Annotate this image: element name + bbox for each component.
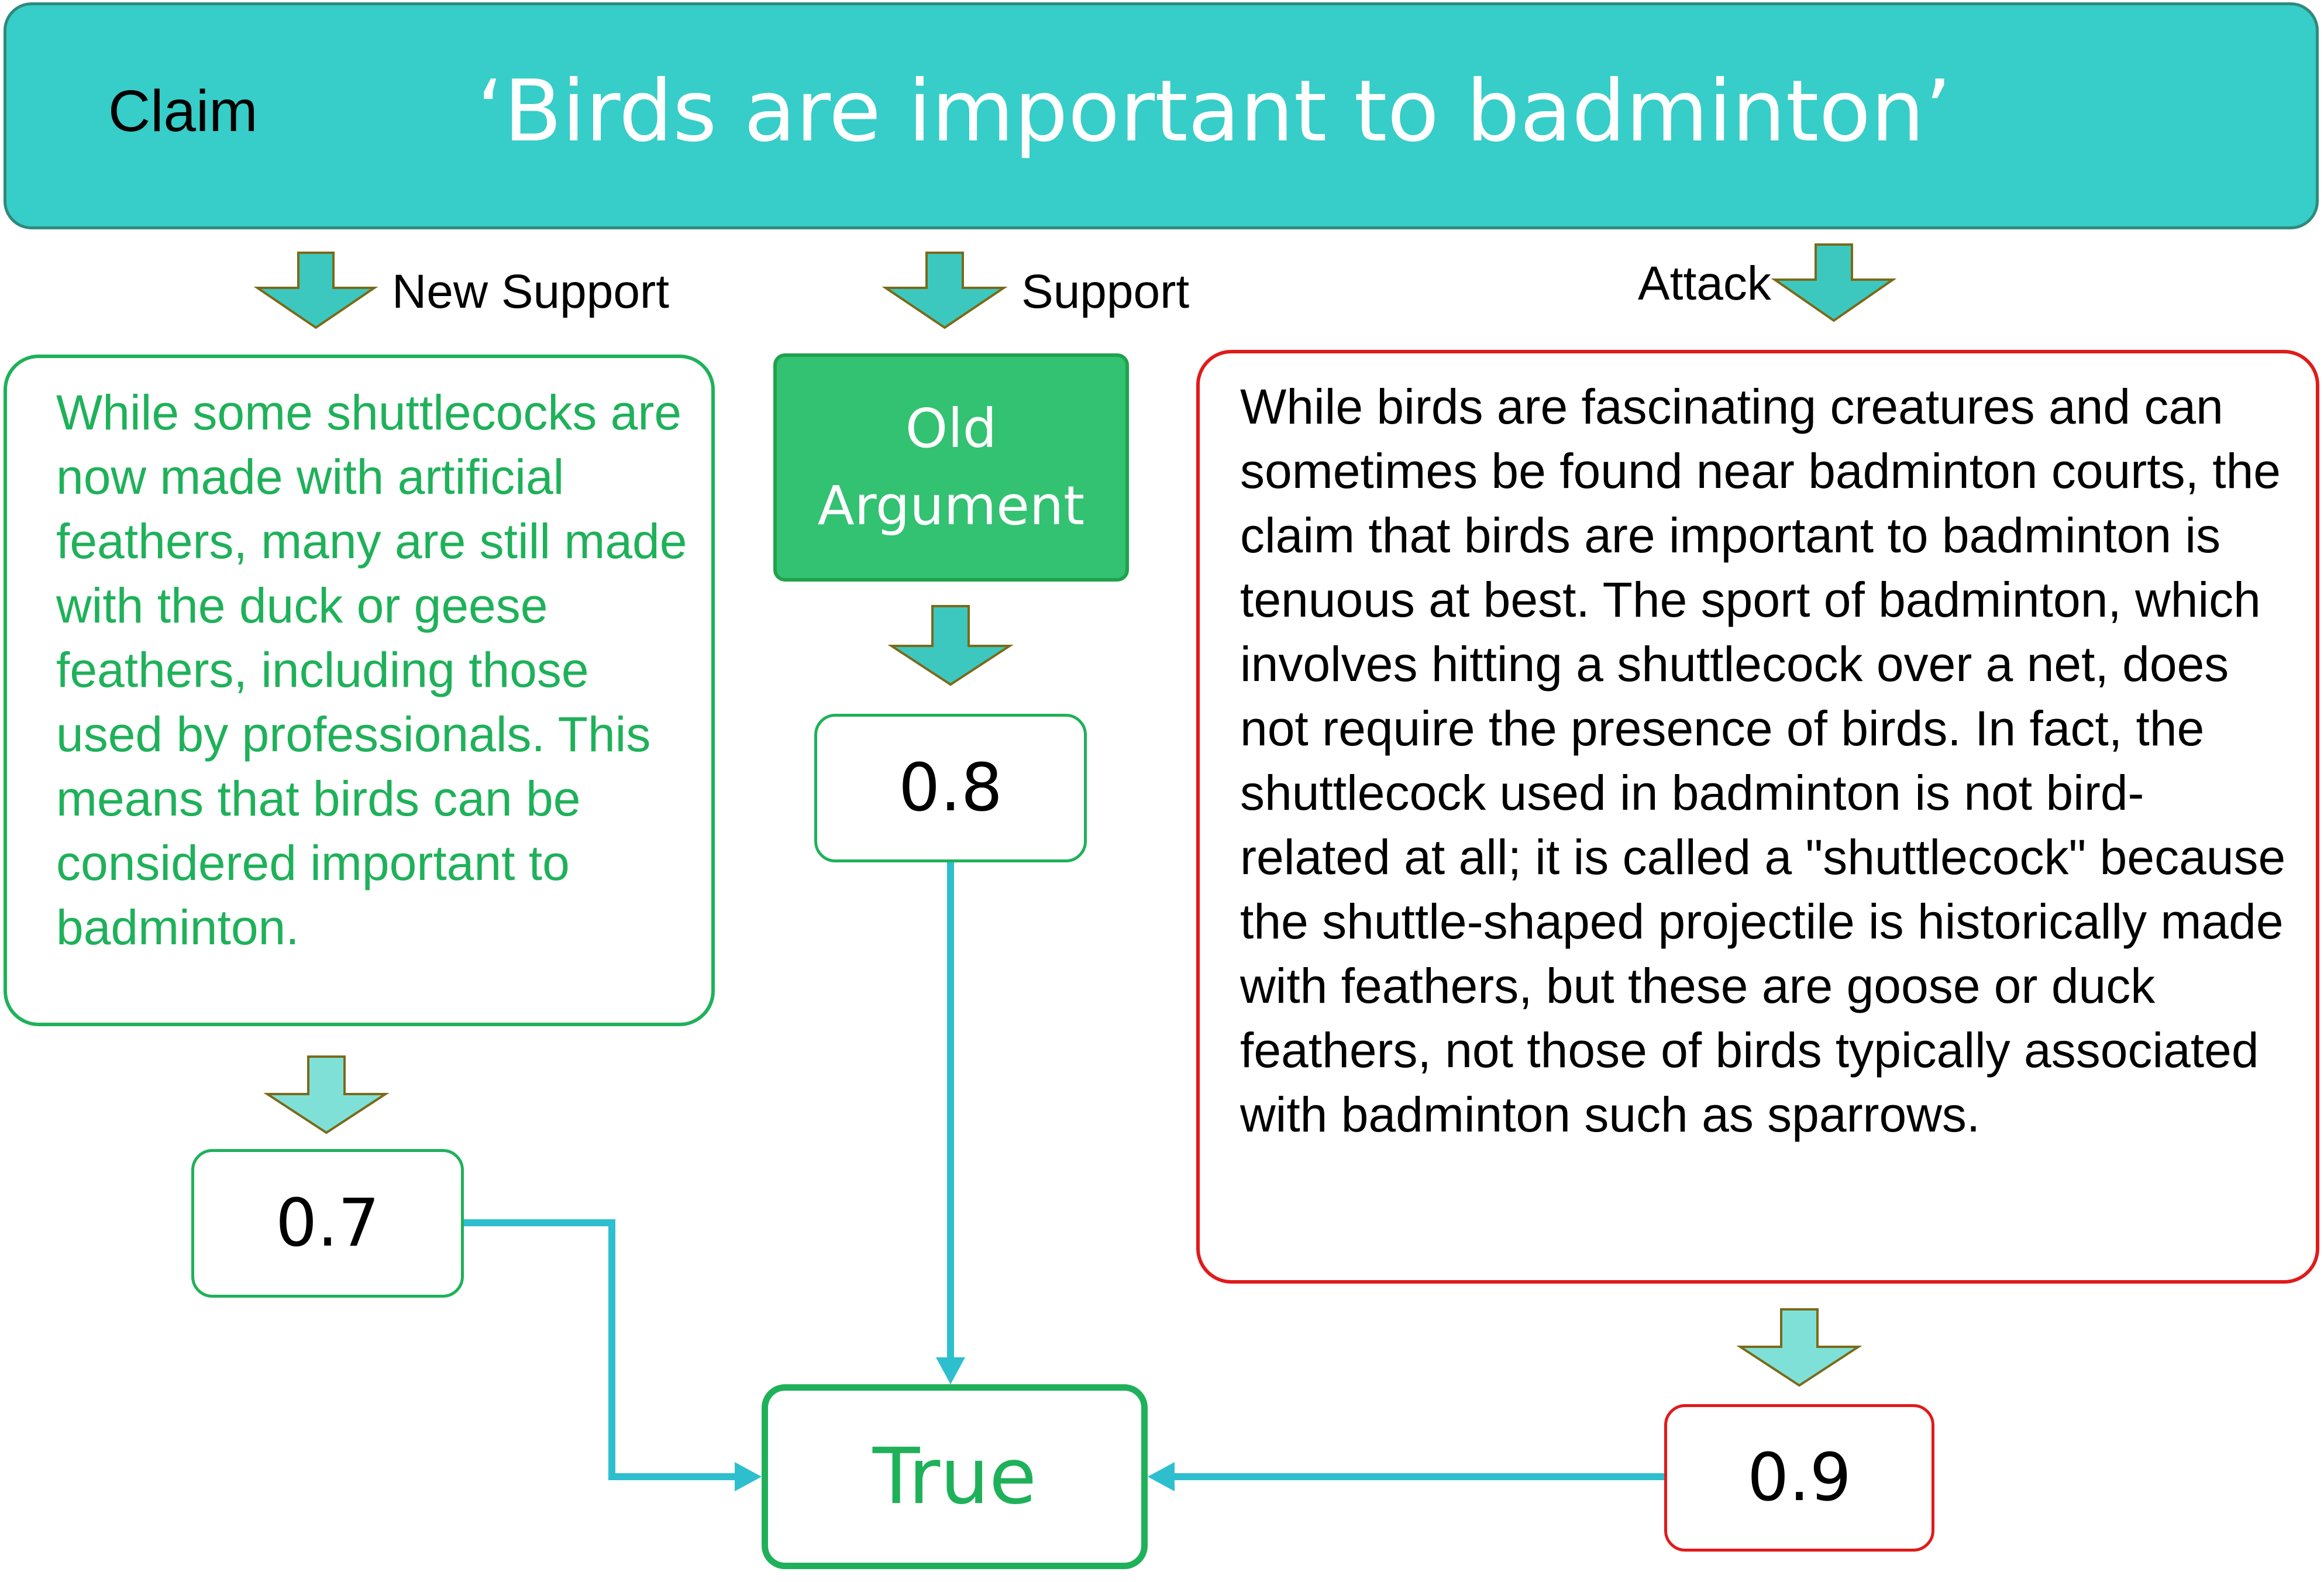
attack-edge-label: Attack <box>1638 257 1771 310</box>
new-support-block-arrow-icon <box>253 252 378 329</box>
claim-text: ‘Birds are important to badminton’ <box>477 62 1952 161</box>
new-support-to-result-connector <box>464 1219 762 1491</box>
attack-score-block-arrow-icon <box>1736 1308 1862 1387</box>
attack-to-result-connector <box>1148 1462 1664 1491</box>
old-argument-to-result-connector <box>936 862 965 1384</box>
new-support-score-block-arrow-icon <box>263 1055 390 1134</box>
old-argument-box: Old Argument <box>773 353 1129 582</box>
claim-bar <box>4 2 2319 229</box>
support-block-arrow-icon <box>882 252 1008 329</box>
old-argument-score: 0.8 <box>814 714 1087 862</box>
new-support-score: 0.7 <box>191 1149 464 1298</box>
new-support-box <box>4 355 715 1026</box>
new-support-edge-label: New Support <box>392 265 670 318</box>
attack-text: While birds are fascinating creatures an… <box>1240 379 2286 1142</box>
claim-label: Claim <box>108 78 258 144</box>
old-argument-score-block-arrow-icon <box>887 605 1014 686</box>
attack-score: 0.9 <box>1664 1404 1934 1552</box>
attack-box <box>1196 350 2319 1284</box>
new-support-text: While some shuttlecocks are now made wit… <box>56 385 687 955</box>
result-box: True <box>762 1384 1148 1569</box>
old-argument-label-line1: Old <box>905 397 997 460</box>
old-argument-label-line2: Argument <box>817 474 1085 537</box>
support-edge-label: Support <box>1021 265 1190 318</box>
attack-block-arrow-icon <box>1771 243 1897 322</box>
